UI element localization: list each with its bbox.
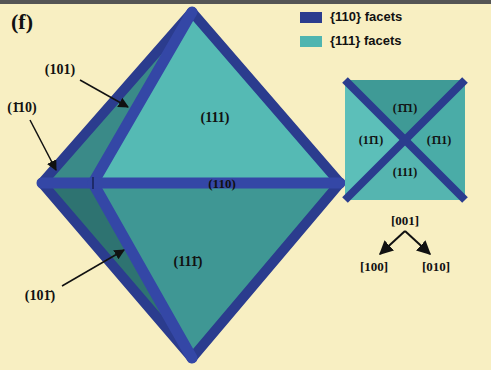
- legend-text: {110} facets: [330, 10, 402, 23]
- legend-swatch: [300, 36, 322, 47]
- panel-label: (f): [11, 11, 33, 33]
- axis-label: [100]: [360, 260, 388, 273]
- legend-text: {111} facets: [330, 34, 402, 47]
- top-strip: [0, 0, 491, 4]
- facet-label: (101): [45, 63, 75, 77]
- axis-label: [001]: [391, 214, 419, 227]
- facet-label: (11̄1): [359, 134, 384, 146]
- octahedron: [42, 12, 340, 358]
- facet-label: (1̄1̄1): [393, 102, 418, 114]
- axis-arrows: [380, 231, 430, 254]
- facet-label: (111): [393, 166, 418, 178]
- axis-label: [010]: [422, 260, 450, 273]
- facet-label: (101̄): [25, 289, 55, 303]
- facet-label: (110): [208, 177, 235, 190]
- inset-square: [345, 80, 465, 200]
- leader-lines: [30, 80, 128, 286]
- facet-label: (111): [201, 111, 230, 125]
- facet-label: (111̄): [174, 255, 203, 269]
- facet-label: (1̄10): [7, 101, 37, 115]
- legend-swatch: [300, 12, 322, 23]
- facet-label: (1̄11): [427, 134, 452, 146]
